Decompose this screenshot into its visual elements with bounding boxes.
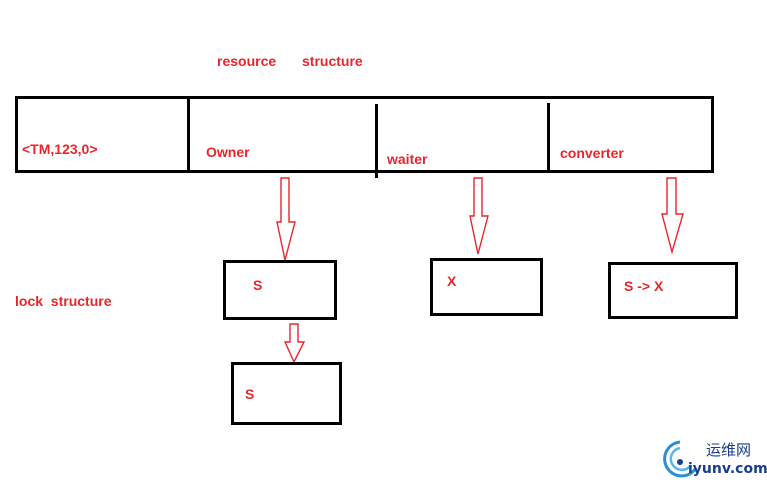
arrow-owner-chain-down-icon — [283, 323, 306, 364]
owner-lock-mode-1: S — [253, 277, 263, 293]
resource-title-word1: resource — [217, 53, 277, 69]
resource-cell-name: <TM,123,0> — [22, 141, 98, 157]
watermark-chinese: 运维网 — [706, 441, 752, 459]
watermark-site: iyunv.com — [688, 461, 767, 477]
resource-divider-1 — [187, 97, 190, 171]
owner-lock-box-2 — [231, 362, 342, 425]
resource-cell-converter: converter — [560, 145, 624, 161]
arrow-owner-down-icon — [276, 177, 296, 261]
owner-lock-mode-2: S — [245, 386, 255, 402]
resource-title-word2: structure — [302, 53, 363, 69]
watermark-logo-icon — [663, 440, 698, 478]
waiter-lock-mode: X — [447, 273, 457, 289]
resource-divider-2 — [375, 104, 378, 178]
watermark: 运维网 iyunv.com — [660, 436, 767, 484]
resource-cell-waiter: waiter — [387, 151, 428, 167]
owner-lock-box-1 — [223, 260, 337, 320]
lock-structure-title: lock structure — [15, 293, 112, 309]
resource-structure-box — [15, 96, 714, 173]
converter-lock-mode: S -> X — [624, 278, 664, 294]
arrow-converter-down-icon — [661, 177, 684, 255]
resource-cell-owner: Owner — [206, 144, 250, 160]
waiter-lock-box — [430, 258, 543, 316]
resource-divider-3 — [547, 103, 550, 171]
arrow-waiter-down-icon — [469, 177, 489, 255]
converter-lock-box — [608, 262, 738, 319]
